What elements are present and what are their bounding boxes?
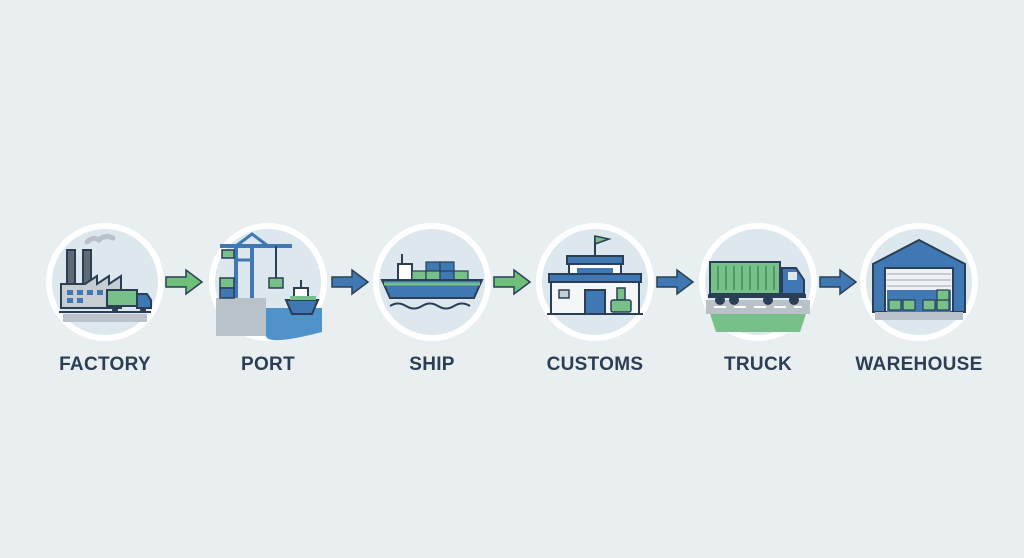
flow-arrow-1 bbox=[164, 268, 204, 296]
step-ship bbox=[370, 220, 494, 344]
arrow-right-icon bbox=[331, 268, 370, 296]
step-truck bbox=[696, 220, 820, 344]
arrow-right-icon bbox=[656, 268, 695, 296]
warehouse-icon bbox=[860, 223, 978, 341]
step-label-truck: TRUCK bbox=[724, 354, 792, 375]
arrow-right-icon bbox=[165, 268, 204, 296]
flow-arrow-4 bbox=[655, 268, 695, 296]
step-label-warehouse: WAREHOUSE bbox=[855, 354, 983, 375]
cargo-ship-icon bbox=[373, 223, 491, 341]
arrow-right-icon bbox=[493, 268, 532, 296]
step-port bbox=[206, 220, 330, 344]
step-warehouse bbox=[857, 220, 981, 344]
customs-building-icon bbox=[536, 223, 654, 341]
step-customs bbox=[533, 220, 657, 344]
factory-icon bbox=[46, 223, 164, 341]
step-label-ship: SHIP bbox=[409, 354, 455, 375]
flow-arrow-3 bbox=[492, 268, 532, 296]
step-label-customs: CUSTOMS bbox=[546, 354, 644, 375]
step-label-factory: FACTORY bbox=[59, 354, 151, 375]
flow-arrow-2 bbox=[330, 268, 370, 296]
step-label-port: PORT bbox=[241, 354, 295, 375]
truck-icon bbox=[699, 223, 817, 341]
flow-arrow-5 bbox=[818, 268, 858, 296]
port-crane-icon bbox=[209, 223, 327, 341]
arrow-right-icon bbox=[819, 268, 858, 296]
step-factory bbox=[43, 220, 167, 344]
